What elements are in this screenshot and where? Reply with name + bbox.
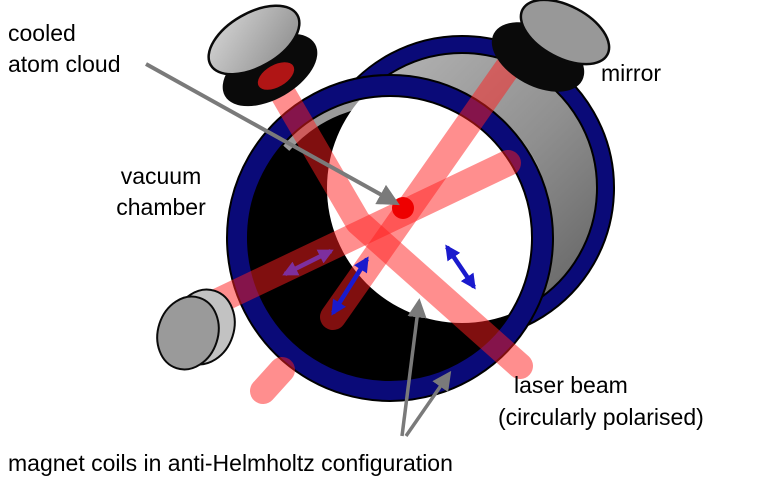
label-mirror: mirror <box>601 60 662 86</box>
laser-beam-bottom-left <box>199 150 521 317</box>
mirror-top-right-body <box>519 0 611 66</box>
label-cooled-atom-cloud: cooled atom cloud <box>8 18 121 80</box>
atom-cloud-dot <box>392 197 414 219</box>
label-laser-beam-line2: (circularly polarised) <box>498 404 704 430</box>
polarisation-arrow-blue-right <box>445 244 476 290</box>
pointer-arrow-coil-front <box>404 370 452 437</box>
mirror-top-left-beam-spot <box>257 62 295 90</box>
pointer-arrow-coil-back <box>400 298 427 437</box>
label-vacuum-chamber-line2: chamber <box>116 194 206 220</box>
label-cooled-atom-cloud-line1: cooled <box>8 20 76 46</box>
label-laser-beam-line1: laser beam <box>514 372 628 398</box>
mirror-top-right <box>491 0 611 92</box>
label-vacuum-chamber: vacuum chamber <box>98 161 224 223</box>
polarisation-arrow-blue-lower <box>331 256 369 316</box>
mirror-bottom-left-face <box>156 295 220 371</box>
label-cooled-atom-cloud-line2: atom cloud <box>8 51 121 77</box>
mirror-top-left-body <box>207 4 301 76</box>
label-vacuum-chamber-line1: vacuum <box>120 163 202 189</box>
mirror-bottom-left <box>156 288 236 371</box>
mirror-top-left <box>207 4 318 107</box>
laser-beam-top-right-exit <box>250 357 295 404</box>
polarisation-arrow-purple <box>282 248 334 277</box>
label-magnet-coils: magnet coils in anti-Helmholtz configura… <box>8 450 453 476</box>
pointer-arrow-atom-cloud <box>145 62 400 206</box>
